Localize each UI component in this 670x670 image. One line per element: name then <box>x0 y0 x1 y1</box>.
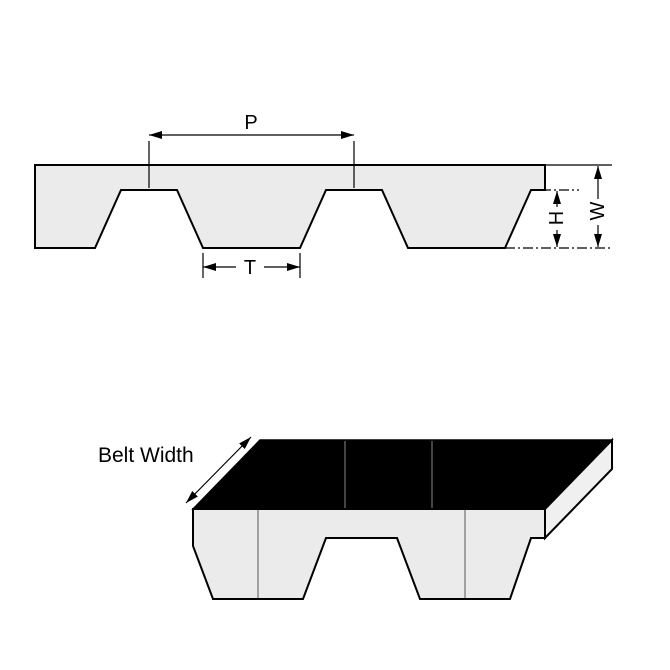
tooth-height-label: H <box>546 211 568 225</box>
belt-thickness-label: W <box>587 201 609 220</box>
belt-width-label: Belt Width <box>98 444 194 467</box>
belt-top-face <box>191 439 614 510</box>
belt-3d-view: Belt Width <box>98 436 614 600</box>
tooth-width-label: T <box>244 257 256 279</box>
belt-front-face <box>192 508 546 600</box>
belt-width-arrow <box>185 436 252 504</box>
belt-profile <box>34 164 546 249</box>
belt-cross-section-view: P T H W <box>34 112 612 279</box>
pitch-label: P <box>244 112 257 134</box>
